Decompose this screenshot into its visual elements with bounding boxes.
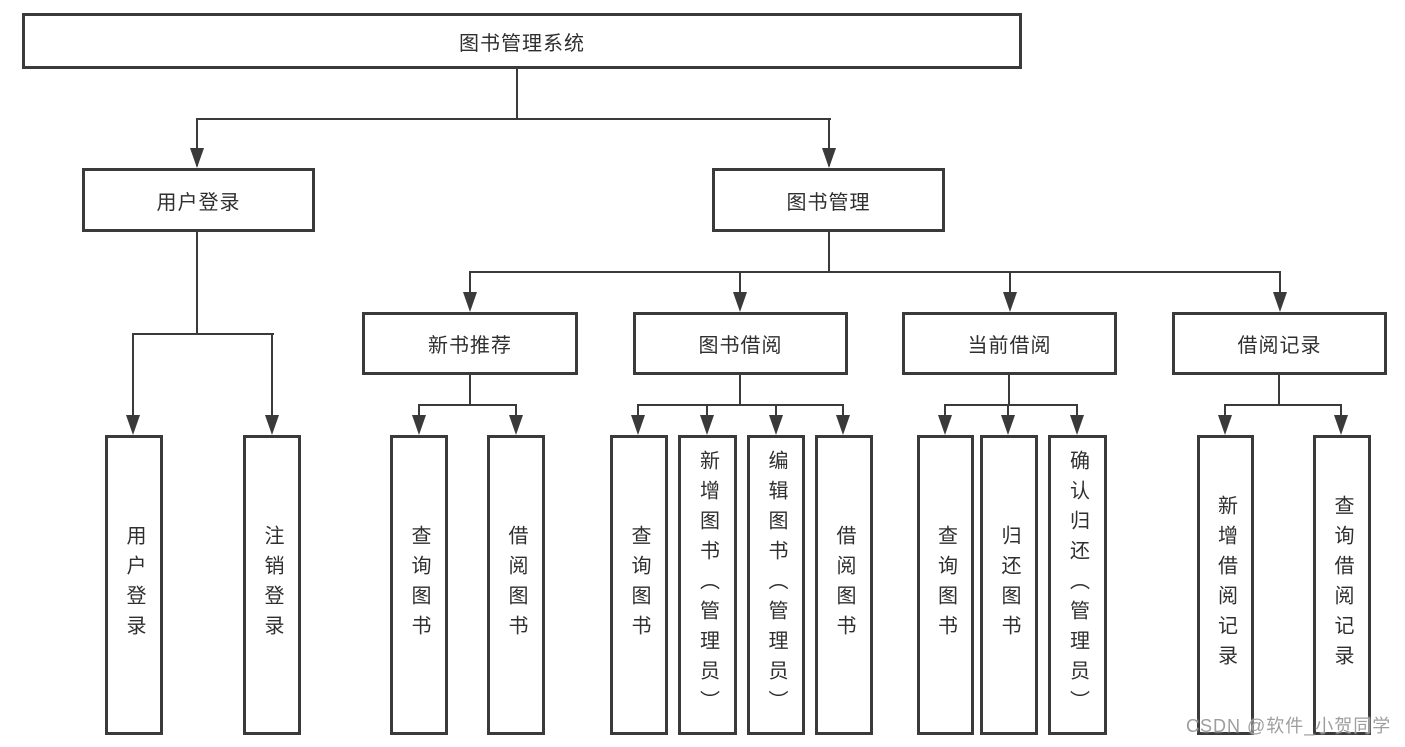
arrowhead-down-icon: [1001, 415, 1015, 435]
arrowhead-down-icon: [509, 415, 523, 435]
arrowhead-down-icon: [1334, 415, 1348, 435]
connector-stem: [1279, 271, 1281, 309]
node-label: 查询图书: [934, 525, 957, 645]
connector-branch: [197, 118, 831, 120]
node-label: 注销登录: [261, 525, 283, 645]
node-label: 归还图书: [998, 525, 1020, 645]
arrowhead-down-icon: [1070, 415, 1084, 435]
leaf-query-books-recommend: 查询图书: [390, 435, 448, 735]
csdn-watermark: CSDN @软件_小贺同学: [1186, 716, 1392, 736]
leaf-confirm-return-admin: 确认归还（管理员）: [1048, 435, 1107, 735]
connector-stem: [1008, 375, 1010, 406]
arrowhead-down-icon: [1003, 292, 1017, 312]
arrowhead-down-icon: [126, 415, 140, 435]
node-label: 借阅图书: [505, 525, 527, 645]
connector-branch: [944, 404, 1078, 406]
arrowhead-down-icon: [836, 415, 850, 435]
leaf-return-books: 归还图书: [980, 435, 1038, 735]
node-label: 当前借阅: [967, 335, 1052, 357]
leaf-edit-books-admin: 编辑图书（管理员）: [747, 435, 805, 735]
connector-branch: [132, 333, 274, 335]
node-label: 编辑图书（管理员）: [765, 450, 787, 720]
node-label: 新增借阅记录: [1214, 495, 1237, 675]
arrowhead-down-icon: [412, 415, 426, 435]
connector-stem: [516, 69, 518, 120]
node-label: 图书管理系统: [459, 32, 585, 55]
leaf-query-books-current: 查询图书: [917, 435, 974, 735]
connector-stem: [828, 118, 830, 166]
arrowhead-down-icon: [265, 415, 279, 435]
arrowhead-down-icon: [700, 415, 714, 435]
arrowhead-down-icon: [938, 415, 952, 435]
node-label: 新增图书（管理员）: [696, 450, 719, 720]
leaf-query-books-borrowing: 查询图书: [610, 435, 668, 735]
connector-stem: [1009, 271, 1011, 309]
node-label: 借阅图书: [833, 525, 855, 645]
leaf-add-borrow-record: 新增借阅记录: [1197, 435, 1254, 735]
node-label: 确认归还（管理员）: [1066, 450, 1089, 720]
connector-stem: [828, 232, 830, 273]
node-label: 用户登录: [123, 525, 145, 645]
connector-branch: [469, 271, 1281, 273]
leaf-add-books-admin: 新增图书（管理员）: [678, 435, 737, 735]
connector-stem: [739, 375, 741, 406]
arrowhead-down-icon: [190, 148, 204, 168]
node-current-borrowing: 当前借阅: [902, 312, 1117, 375]
node-user-login: 用户登录: [82, 168, 315, 232]
node-label: 查询借阅记录: [1331, 495, 1353, 675]
node-new-book-recommend: 新书推荐: [362, 312, 578, 375]
node-book-management: 图书管理: [712, 168, 945, 232]
leaf-logout-login: 注销登录: [243, 435, 301, 735]
connector-stem: [1278, 375, 1280, 406]
node-label: 图书管理: [786, 191, 871, 214]
arrowhead-down-icon: [769, 415, 783, 435]
node-label: 借阅记录: [1237, 335, 1322, 357]
arrowhead-down-icon: [631, 415, 645, 435]
leaf-query-borrow-record: 查询借阅记录: [1313, 435, 1371, 735]
arrowhead-down-icon: [1218, 415, 1232, 435]
connector-branch: [1224, 404, 1342, 406]
node-label: 新书推荐: [428, 335, 512, 357]
arrowhead-down-icon: [733, 292, 747, 312]
connector-stem: [196, 118, 198, 166]
connector-stem: [132, 333, 134, 432]
connector-stem: [469, 271, 471, 309]
arrowhead-down-icon: [822, 148, 836, 168]
connector-branch: [637, 404, 844, 406]
node-book-borrowing: 图书借阅: [633, 312, 848, 375]
arrowhead-down-icon: [463, 292, 477, 312]
leaf-user-login: 用户登录: [105, 435, 163, 735]
node-borrowing-records: 借阅记录: [1172, 312, 1387, 375]
leaf-borrow-books-recommend: 借阅图书: [487, 435, 545, 735]
node-label: 用户登录: [156, 191, 241, 214]
node-label: 查询图书: [408, 525, 430, 645]
connector-stem: [739, 271, 741, 309]
leaf-borrow-books-borrowing: 借阅图书: [815, 435, 873, 735]
node-library-system: 图书管理系统: [22, 13, 1022, 69]
arrowhead-down-icon: [1273, 292, 1287, 312]
connector-stem: [196, 232, 198, 335]
connector-branch: [418, 404, 517, 406]
connector-stem: [469, 375, 471, 406]
node-label: 查询图书: [628, 525, 650, 645]
connector-stem: [271, 333, 273, 432]
node-label: 图书借阅: [698, 335, 783, 357]
